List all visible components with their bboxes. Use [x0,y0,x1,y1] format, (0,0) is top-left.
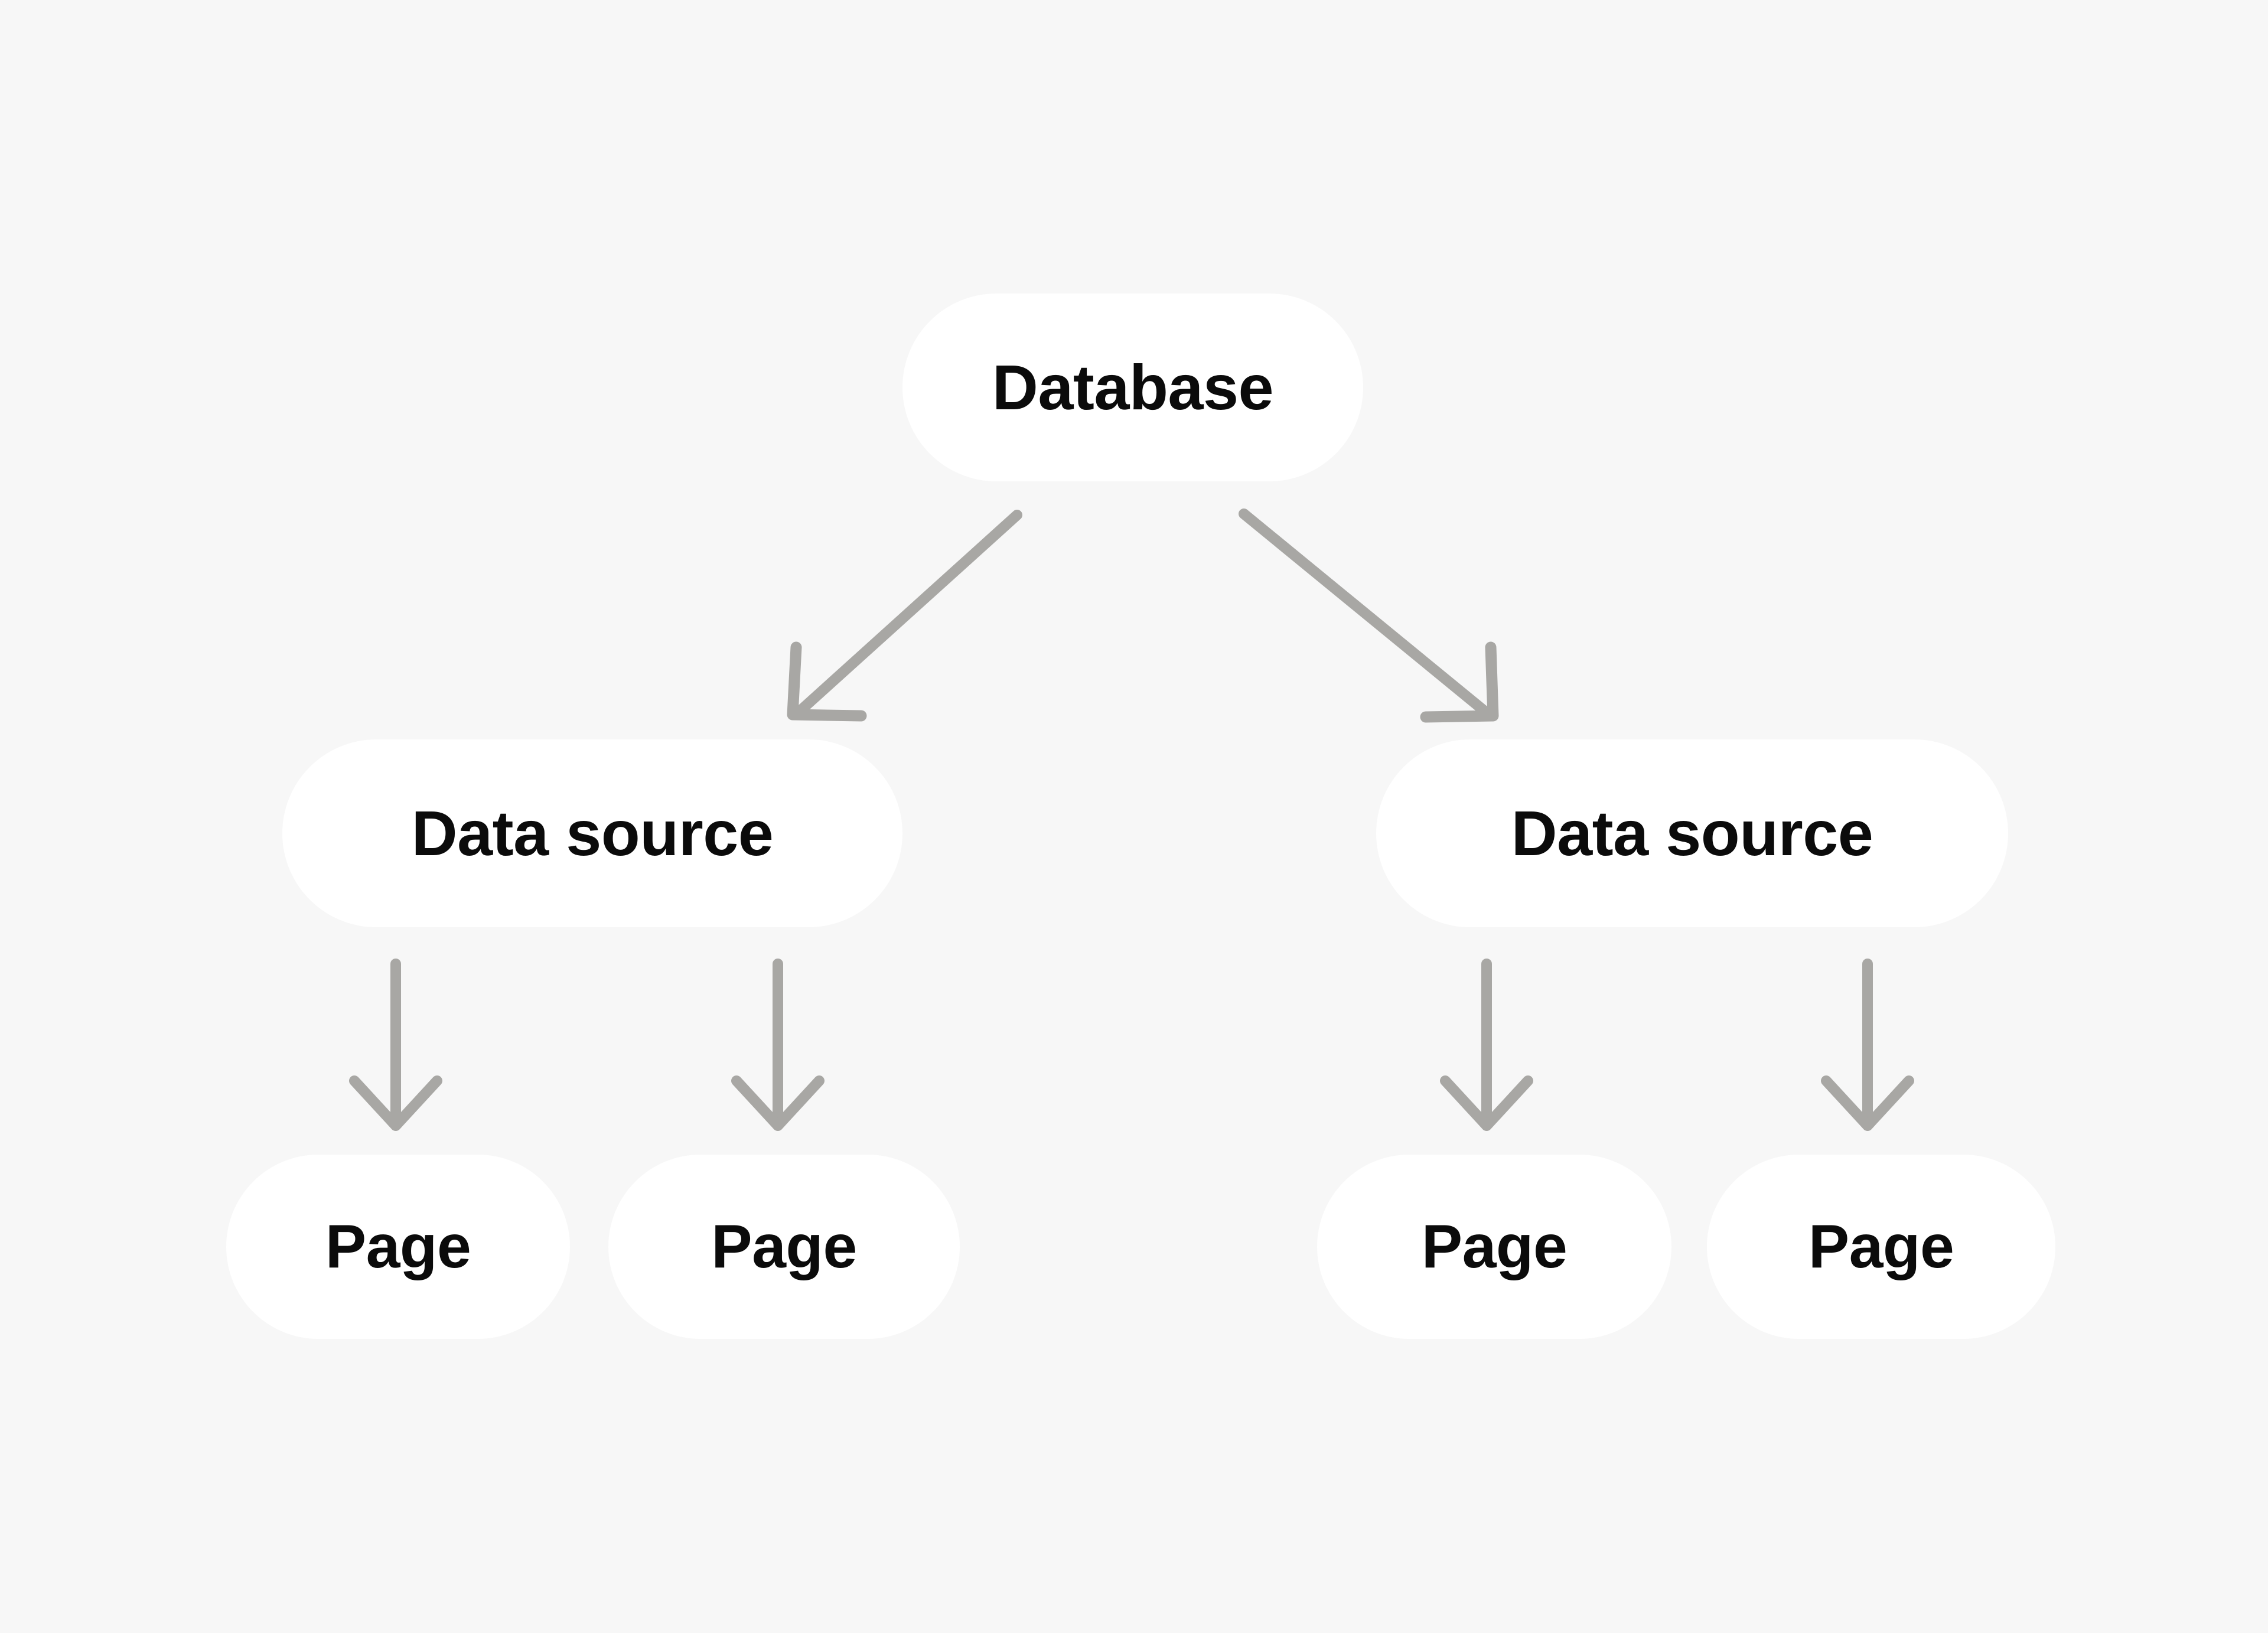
node-page-1-label: Page [325,1212,471,1281]
node-database[interactable]: Database [902,294,1363,481]
node-page-1[interactable]: Page [226,1155,570,1339]
edge-data-source-2-to-page-4-icon [1821,959,1914,1131]
edge-data-source-2-to-page-3-icon [1440,959,1533,1131]
node-page-3-label: Page [1421,1212,1568,1281]
node-data-source-2-label: Data source [1511,797,1873,869]
node-page-4-label: Page [1808,1212,1954,1281]
edge-data-source-1-to-page-1-icon [349,959,442,1131]
node-page-2[interactable]: Page [608,1155,960,1339]
edge-database-to-data-source-1-icon [787,510,1022,722]
edge-database-to-data-source-2-icon [1239,509,1499,723]
node-data-source-1-label: Data source [411,797,774,869]
node-data-source-1[interactable]: Data source [282,739,902,927]
node-data-source-2[interactable]: Data source [1376,739,2008,927]
node-database-label: Database [992,351,1274,423]
node-page-2-label: Page [711,1212,857,1281]
node-page-4[interactable]: Page [1707,1155,2055,1339]
node-page-3[interactable]: Page [1317,1155,1671,1339]
edge-data-source-1-to-page-2-icon [731,959,825,1131]
